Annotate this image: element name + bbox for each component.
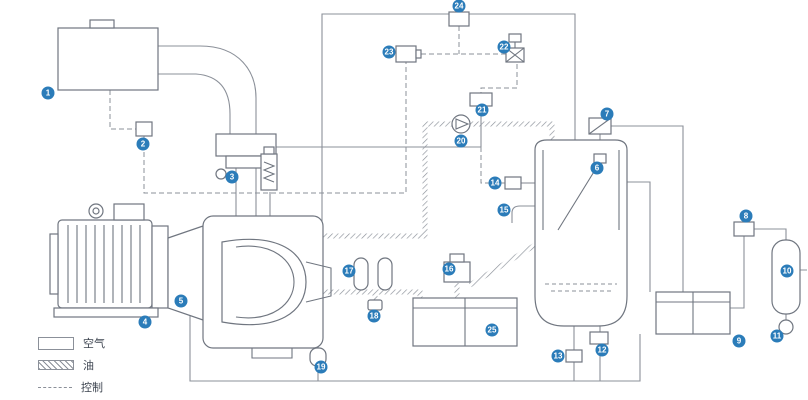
callout-15: 15 xyxy=(497,203,511,217)
compressor-airend xyxy=(202,215,332,359)
controller-box-24 xyxy=(448,11,470,27)
callout-21: 21 xyxy=(475,103,489,117)
callout-25: 25 xyxy=(485,323,499,337)
callout-22: 22 xyxy=(497,40,511,54)
pressure-sensor-14 xyxy=(504,176,522,190)
oil-line-swatch xyxy=(38,360,74,370)
callout-18: 18 xyxy=(367,309,381,323)
callout-14: 14 xyxy=(488,176,502,190)
callout-4: 4 xyxy=(138,315,152,329)
callout-9: 9 xyxy=(732,334,746,348)
callout-16: 16 xyxy=(442,262,456,276)
minimum-pressure-valve-8 xyxy=(733,221,755,237)
callout-23: 23 xyxy=(382,45,396,59)
callout-6: 6 xyxy=(590,161,604,175)
callout-8: 8 xyxy=(739,209,753,223)
legend: 空气 油 控制 xyxy=(38,332,105,398)
legend-label-oil: 油 xyxy=(83,360,94,372)
callout-3: 3 xyxy=(225,170,239,184)
air-line-swatch xyxy=(38,336,74,350)
condensate-trap-11 xyxy=(778,319,794,335)
control-line-swatch xyxy=(38,386,72,388)
oil-pump-20 xyxy=(451,114,471,134)
solenoid-valve-22 xyxy=(505,33,525,63)
oil-cooler-25 xyxy=(412,297,518,347)
electric-motor xyxy=(49,203,169,318)
callout-17: 17 xyxy=(342,264,356,278)
oil-filters-17 xyxy=(353,257,393,291)
legend-row-air: 空气 xyxy=(38,332,105,354)
control-lines xyxy=(109,26,518,194)
intake-valve xyxy=(215,133,278,191)
callout-20: 20 xyxy=(454,134,468,148)
drain-valve-12 xyxy=(589,331,609,345)
air-intake-filter xyxy=(57,19,159,91)
callout-5: 5 xyxy=(174,294,188,308)
oil-separator-tank-6 xyxy=(534,139,628,327)
callout-12: 12 xyxy=(595,343,609,357)
callout-10: 10 xyxy=(780,264,794,278)
legend-row-control: 控制 xyxy=(38,376,105,398)
legend-label-air: 空气 xyxy=(83,338,105,350)
legend-label-control: 控制 xyxy=(81,382,103,394)
callout-13: 13 xyxy=(551,349,565,363)
oil-lines xyxy=(320,121,555,301)
legend-row-oil: 油 xyxy=(38,354,105,376)
callout-24: 24 xyxy=(452,0,466,13)
callout-11: 11 xyxy=(770,329,784,343)
callout-19: 19 xyxy=(314,360,328,374)
control-box-2 xyxy=(135,121,153,137)
callout-7: 7 xyxy=(600,107,614,121)
after-cooler-9 xyxy=(655,291,731,335)
equipment xyxy=(49,11,801,367)
coupling-bell-housing xyxy=(167,225,204,321)
controller-box-23 xyxy=(395,45,422,63)
callout-2: 2 xyxy=(136,137,150,151)
bypass-valve-18 xyxy=(367,299,383,311)
check-valve-7 xyxy=(588,117,612,135)
callout-1: 1 xyxy=(41,86,55,100)
drain-valve-13 xyxy=(565,349,583,363)
